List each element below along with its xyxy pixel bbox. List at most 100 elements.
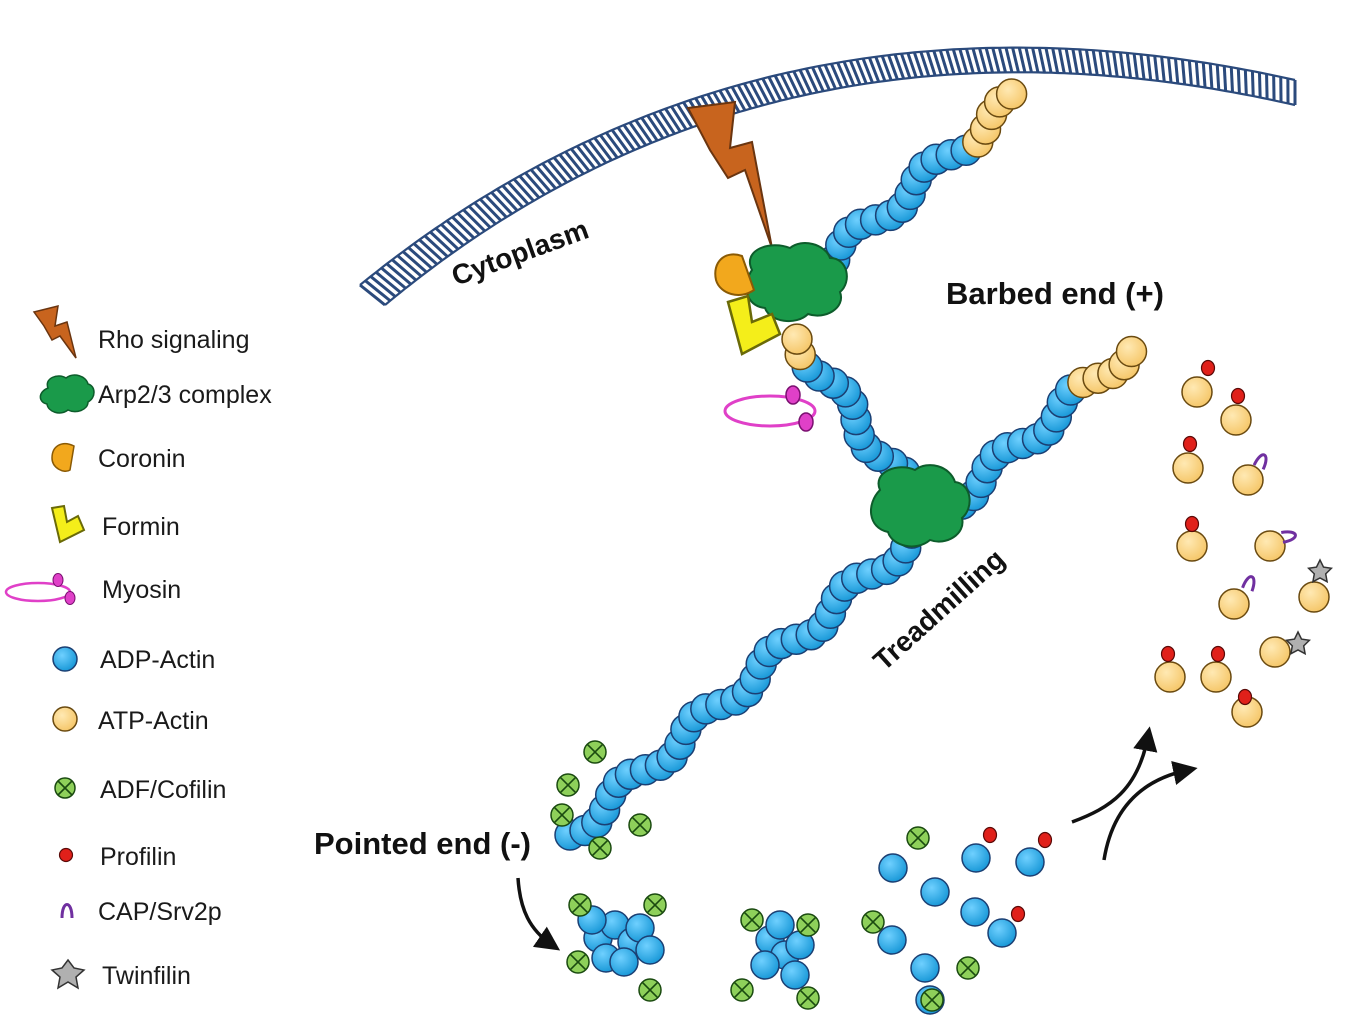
adp-actin-monomer xyxy=(910,953,940,983)
profilin-molecule xyxy=(1182,435,1198,453)
membrane-rung xyxy=(1031,47,1040,73)
membrane-rung xyxy=(773,74,789,100)
adp-actin-monomer xyxy=(877,925,907,955)
membrane-rung xyxy=(1098,50,1106,76)
adp-actin-monomer xyxy=(765,910,795,940)
membrane-rung xyxy=(1044,47,1053,74)
membrane-rung xyxy=(610,129,630,154)
membrane-rung xyxy=(402,250,428,274)
rho-signaling-bolt xyxy=(686,100,773,249)
membrane-rung xyxy=(507,181,530,206)
membrane-rung xyxy=(1084,49,1093,75)
membrane-rung xyxy=(640,116,659,142)
membrane-rung xyxy=(842,61,856,87)
membrane-rung xyxy=(1125,52,1133,79)
membrane-rung xyxy=(1167,57,1173,83)
membrane-rung xyxy=(1265,73,1269,99)
adp-actin-monomer xyxy=(960,897,990,927)
adp-actin-monomer xyxy=(609,947,639,977)
actin-monomer-pool xyxy=(566,359,1333,1015)
membrane-rung xyxy=(501,184,524,209)
membrane-rung xyxy=(1112,51,1119,77)
atp-actin-monomer xyxy=(1181,376,1213,408)
membrane-rung xyxy=(811,66,825,92)
adp-actin-monomer xyxy=(961,843,991,873)
twinfilin-molecule xyxy=(1307,558,1333,584)
membrane-rung xyxy=(628,121,647,147)
membrane-rung xyxy=(978,47,988,74)
membrane-rung xyxy=(423,234,449,258)
membrane-rung xyxy=(1078,49,1086,75)
membrane-rung xyxy=(958,48,969,74)
atp-actin-monomer xyxy=(1200,661,1232,693)
membrane-rung xyxy=(652,112,671,137)
membrane-rung xyxy=(646,114,665,140)
profilin-molecule xyxy=(1184,515,1200,533)
membrane-rung xyxy=(925,50,937,77)
membrane-rung xyxy=(456,212,481,236)
membrane-rung xyxy=(396,254,423,278)
membrane-rung xyxy=(593,136,613,162)
membrane-rung xyxy=(1250,71,1255,97)
atp-actin-monomer xyxy=(1232,464,1264,496)
legend-label-atp-actin: ATP-Actin xyxy=(98,707,209,735)
formin-icon xyxy=(50,504,86,544)
membrane-rung xyxy=(804,67,819,94)
membrane-rung xyxy=(945,49,956,75)
profilin-molecule xyxy=(1210,645,1226,663)
membrane-rung xyxy=(535,165,557,190)
cofilin-molecule xyxy=(740,908,764,932)
membrane-rung xyxy=(1208,63,1214,89)
cap-srv2p-icon xyxy=(60,903,74,919)
profilin-molecule xyxy=(1037,831,1053,849)
cofilin-molecule xyxy=(583,740,607,764)
atp-actin-monomer xyxy=(1259,636,1291,668)
membrane-rung xyxy=(484,194,508,219)
legend: Rho signaling Arp2/3 complex Coronin For… xyxy=(4,304,272,990)
membrane-rung xyxy=(893,53,906,80)
cofilin-molecule xyxy=(956,956,980,980)
membrane-rung xyxy=(605,131,625,157)
membrane-rung xyxy=(622,124,642,149)
twinfilin-icon xyxy=(50,958,86,990)
membrane-rung xyxy=(1091,49,1099,76)
cofilin-molecule xyxy=(796,986,820,1010)
cap-srv2p-molecule xyxy=(1280,530,1297,544)
membrane-rung xyxy=(1024,47,1033,73)
adp-actin-monomer xyxy=(750,950,780,980)
membrane-rung xyxy=(1037,47,1046,73)
membrane-rung xyxy=(938,49,950,76)
membrane-rung xyxy=(445,219,470,243)
membrane-rung xyxy=(1160,56,1166,82)
membrane-rung xyxy=(1004,47,1014,73)
membrane-rung xyxy=(1236,68,1241,94)
membrane-rung xyxy=(552,156,574,181)
membrane-rung xyxy=(468,205,492,229)
membrane-rung xyxy=(412,242,438,266)
legend-label-rho-signaling: Rho signaling xyxy=(98,326,250,354)
coronin-icon xyxy=(51,442,75,472)
membrane-rung xyxy=(730,86,747,112)
membrane-rung xyxy=(369,275,397,298)
pointed-end-label: Pointed end (-) xyxy=(314,826,531,861)
cofilin-molecule xyxy=(796,913,820,937)
legend-label-cap-srv2p: CAP/Srv2p xyxy=(98,898,222,926)
atp-actin-monomer xyxy=(1176,530,1208,562)
membrane-rung xyxy=(868,57,881,83)
membrane-rung xyxy=(676,103,694,129)
membrane-rung xyxy=(874,56,887,82)
membrane-rung xyxy=(1201,62,1207,88)
membrane-rung xyxy=(1139,54,1146,80)
actin-filaments xyxy=(554,78,1148,851)
membrane-rung xyxy=(1118,52,1126,78)
membrane-rung xyxy=(634,119,653,144)
cofilin-molecule xyxy=(568,893,592,917)
membrane-rung xyxy=(792,70,807,96)
membrane-rung xyxy=(1105,50,1113,77)
membrane-rung xyxy=(364,279,392,302)
membrane-rung xyxy=(581,142,602,167)
cofilin-icon xyxy=(54,777,76,799)
membrane-rung xyxy=(1187,60,1193,86)
membrane-rung xyxy=(479,198,503,222)
membrane-rung xyxy=(434,227,460,251)
